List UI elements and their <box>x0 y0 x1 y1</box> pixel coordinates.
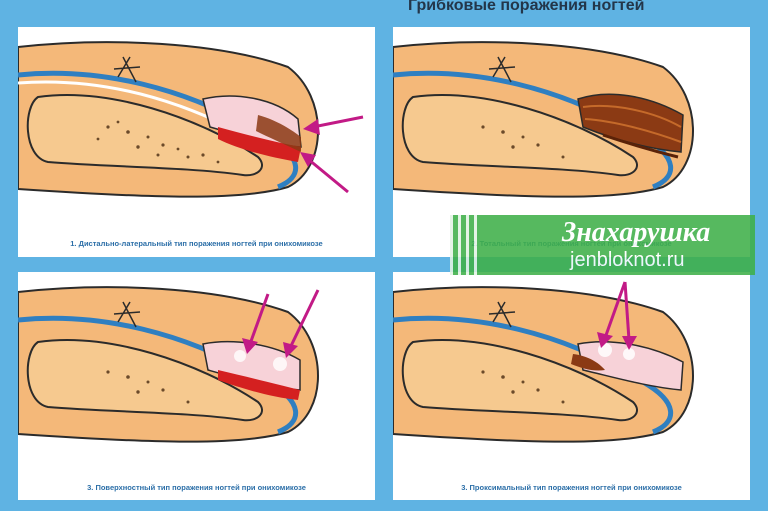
finger-illustration <box>18 286 320 443</box>
finger-cross-section <box>393 41 694 198</box>
watermark-url: jenbloknot.ru <box>570 249 685 271</box>
finger-cross-section <box>393 286 694 443</box>
watermark-title: Знахарушка <box>562 217 711 248</box>
arrow <box>242 289 320 358</box>
panel-distal-lateral: 1. Дистально-латеральный тип поражения н… <box>18 27 375 257</box>
nail <box>202 340 301 400</box>
arrow <box>597 281 637 350</box>
nail <box>202 95 302 162</box>
nail <box>577 93 684 159</box>
panel-caption: 1. Дистально-латеральный тип поражения н… <box>70 239 323 248</box>
panel-caption: 3. Поверхностный тип поражения ногтей пр… <box>87 483 306 492</box>
nail <box>571 341 684 391</box>
finger-cross-section <box>18 286 319 443</box>
finger-illustration <box>18 41 364 198</box>
finger-illustration <box>393 41 694 198</box>
panel-proximal: 3. Проксимальный тип поражения ногтей пр… <box>393 272 750 500</box>
finger-illustration <box>393 281 694 443</box>
watermark: Знахарушка jenbloknot.ru <box>450 215 755 275</box>
arrow <box>300 115 364 194</box>
panel-caption: 3. Проксимальный тип поражения ногтей пр… <box>461 483 682 492</box>
page-title: Грибковые поражения ногтей <box>408 0 645 14</box>
panel-superficial: 3. Поверхностный тип поражения ногтей пр… <box>18 272 375 500</box>
finger-cross-section <box>18 41 319 198</box>
watermark-stripes <box>450 215 480 275</box>
